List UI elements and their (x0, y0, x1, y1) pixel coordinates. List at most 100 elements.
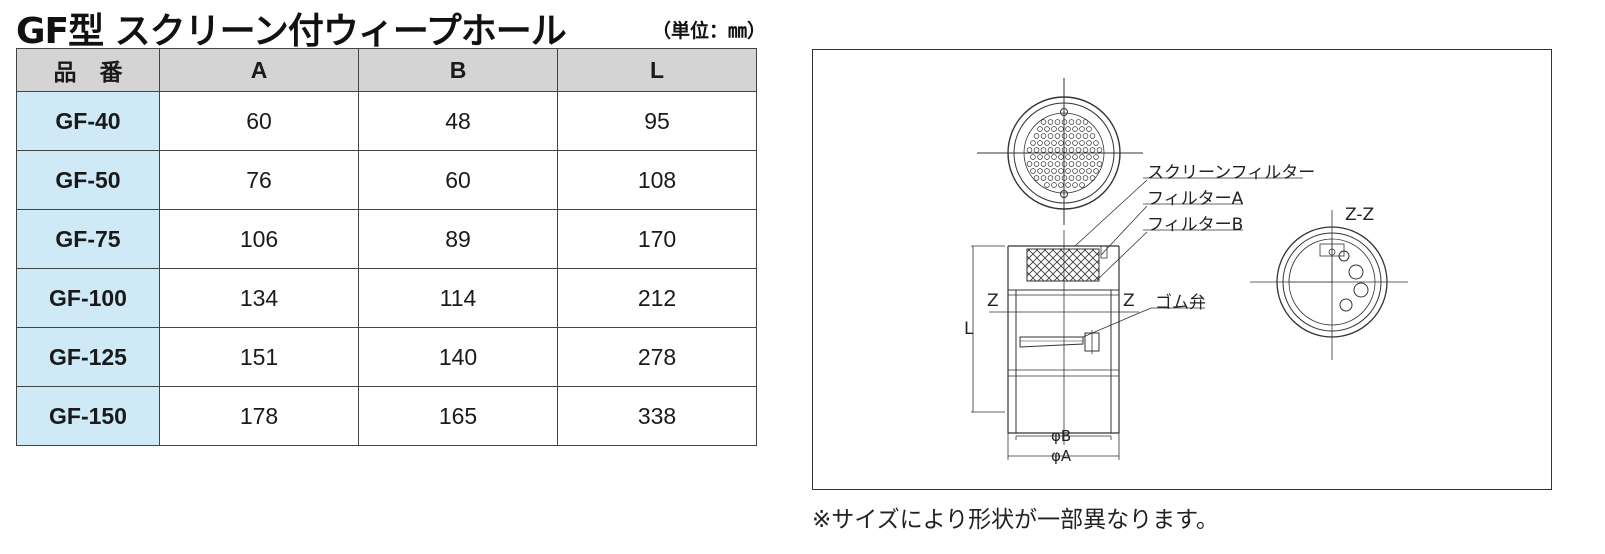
cell-b: 165 (358, 386, 558, 446)
cell-a: 76 (159, 150, 359, 210)
label-screen-filter: スクリーンフィルター (1147, 163, 1315, 183)
side-view (971, 177, 1303, 460)
grate-hole (1054, 161, 1061, 167)
grate-hole (1047, 133, 1054, 139)
grate-hole (1065, 168, 1071, 174)
label-z-left: Z (987, 291, 999, 311)
grate-hole (1058, 182, 1064, 188)
footer-note: ※サイズにより形状が一部異なります。 (812, 507, 1219, 533)
cell-model: GF-50 (16, 150, 160, 210)
table-row: GF-100 134 114 212 (16, 268, 757, 328)
label-rubber-valve: ゴム弁 (1155, 292, 1206, 313)
grate-hole (1075, 119, 1082, 125)
grate-hole (1086, 126, 1092, 132)
grate-hole (1061, 119, 1068, 125)
grate-hole (1068, 119, 1075, 125)
grate-hole (1089, 161, 1096, 167)
table-row: GF-150 178 165 338 (16, 386, 757, 446)
grate-hole (1044, 140, 1050, 146)
grate-hole (1072, 140, 1078, 146)
grate-hole (1054, 147, 1061, 153)
grate-hole (1058, 140, 1064, 146)
grate-hole (1030, 154, 1036, 160)
grate-hole (1093, 140, 1099, 146)
grate-hole (1054, 119, 1061, 125)
header-l: L (557, 48, 757, 92)
grate-hole (1030, 140, 1036, 146)
label-z-right: Z (1123, 291, 1135, 311)
grate-hole (1033, 161, 1040, 167)
cell-a: 151 (159, 327, 359, 387)
grate-hole (1037, 126, 1043, 132)
header-a: A (159, 48, 359, 92)
grate-hole (1051, 168, 1057, 174)
grate-hole (1089, 147, 1096, 153)
unit-label: （単位：㎜） (652, 20, 767, 42)
grate-hole (1040, 175, 1047, 181)
grate-hole (1044, 154, 1050, 160)
table-row: GF-125 151 140 278 (16, 327, 757, 387)
grate-hole (1086, 168, 1092, 174)
cell-l: 338 (557, 386, 757, 446)
grate-hole (1058, 126, 1064, 132)
cell-l: 170 (557, 209, 757, 269)
table-row: GF-40 60 48 95 (16, 91, 757, 151)
grate-hole (1030, 168, 1036, 174)
grate-hole (1040, 147, 1047, 153)
grate-hole (1033, 133, 1040, 139)
grate-hole (1065, 154, 1071, 160)
label-section-zz: Z-Z (1345, 205, 1374, 225)
grate-hole (1082, 161, 1089, 167)
label-dia-b: φB (1051, 427, 1071, 445)
cell-l: 212 (557, 268, 757, 328)
grate-hole (1061, 175, 1068, 181)
label-dia-a: φA (1051, 447, 1072, 465)
grate-hole (1072, 154, 1078, 160)
label-filter-a: フィルターA (1147, 189, 1244, 209)
grate-hole (1079, 154, 1085, 160)
cell-l: 278 (557, 327, 757, 387)
grate-hole (1093, 154, 1099, 160)
grate-hole (1037, 154, 1043, 160)
grate-hole (1040, 133, 1047, 139)
grate-hole (1051, 140, 1057, 146)
grate-hole (1047, 175, 1054, 181)
grate-hole (1096, 161, 1103, 167)
label-filter-b: フィルターB (1147, 215, 1243, 235)
grate-hole (1054, 133, 1061, 139)
page-title: GF型 スクリーン付ウィープホール (16, 11, 567, 52)
technical-diagram: スクリーンフィルター フィルターA フィルターB ゴム弁 Z Z Z-Z L φ… (812, 49, 1552, 490)
grate-hole (1075, 161, 1082, 167)
grate-hole (1040, 161, 1047, 167)
grate-hole (1037, 168, 1043, 174)
spec-table: 品 番 A B L GF-40 60 48 95 GF-50 76 60 108… (16, 48, 757, 446)
cell-b: 89 (358, 209, 558, 269)
grate-hole (1075, 147, 1082, 153)
grate-hole (1068, 147, 1075, 153)
grate-hole (1047, 147, 1054, 153)
grate-hole (1065, 182, 1071, 188)
cell-model: GF-75 (16, 209, 160, 269)
grate-hole (1082, 147, 1089, 153)
grate-hole (1051, 154, 1057, 160)
grate-hole (1079, 182, 1085, 188)
grate-hole (1058, 154, 1064, 160)
label-length: L (964, 319, 974, 339)
grate-hole (1061, 147, 1068, 153)
table-row: GF-75 106 89 170 (16, 209, 757, 269)
grate-hole (1068, 133, 1075, 139)
cell-l: 108 (557, 150, 757, 210)
cell-model: GF-125 (16, 327, 160, 387)
grate-hole (1033, 147, 1040, 153)
grate-hole (1072, 126, 1078, 132)
grate-hole (1037, 140, 1043, 146)
cell-b: 140 (358, 327, 558, 387)
cell-b: 48 (358, 91, 558, 151)
grate-hole (1089, 133, 1096, 139)
cell-a: 106 (159, 209, 359, 269)
grate-hole (1082, 119, 1089, 125)
grate-hole (1075, 175, 1082, 181)
grate-hole (1047, 119, 1054, 125)
table-header-row: 品 番 A B L (16, 48, 757, 92)
diagram-svg: スクリーンフィルター フィルターA フィルターB ゴム弁 Z Z Z-Z L φ… (964, 78, 1408, 465)
